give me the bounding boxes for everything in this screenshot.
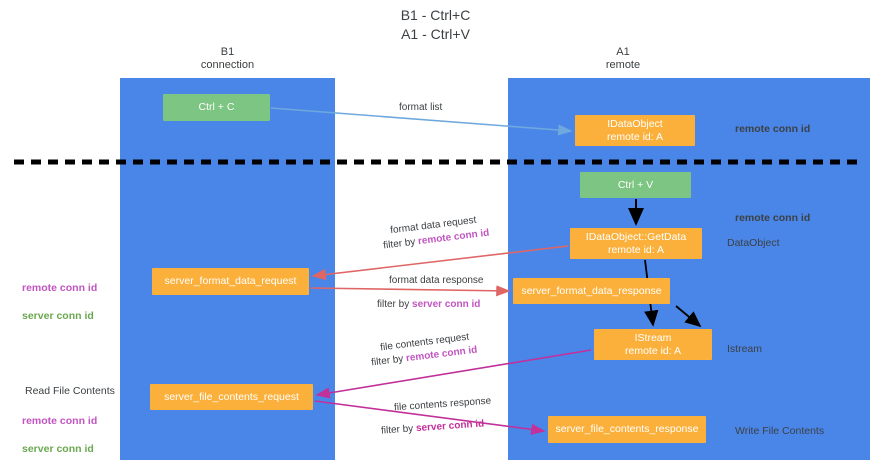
filter-prefix-2: filter by — [377, 299, 413, 310]
label-format-data-response: format data response — [389, 275, 484, 286]
connector-response-to-istream — [675, 305, 702, 328]
node-server-file-contents-request[interactable]: server_file_contents_request — [150, 384, 313, 410]
filter-value-server-conn-id-2: server conn id — [415, 418, 485, 435]
node-idataobject[interactable]: IDataObject remote id: A — [575, 115, 695, 146]
side-label-remote-conn-id-top: remote conn id — [735, 123, 811, 135]
filter-value-server-conn-id-1: server conn id — [412, 299, 481, 310]
left-label-server-conn-id-1: server conn id — [22, 310, 94, 322]
diagram-title: B1 - Ctrl+C A1 - Ctrl+V — [400, 7, 471, 42]
filter-prefix-1: filter by — [382, 236, 419, 252]
swimlane-header-b1: B1 connection — [200, 46, 255, 71]
left-label-remote-conn-id-1: remote conn id — [22, 282, 98, 294]
left-label-remote-conn-id-2: remote conn id — [22, 415, 98, 427]
node-istream[interactable]: IStream remote id: A — [594, 329, 712, 360]
left-label-conn-ids-top: remote conn id server conn id — [22, 267, 97, 337]
node-ctrl-v[interactable]: Ctrl + V — [580, 172, 691, 198]
node-server-format-data-request[interactable]: server_format_data_request — [152, 268, 309, 295]
connector-format-data-response — [310, 285, 511, 297]
connector-format-data-request — [311, 245, 569, 281]
filter-prefix-4: filter by — [380, 423, 417, 437]
node-idataobject-getdata[interactable]: IDataObject::GetData remote id: A — [570, 228, 702, 259]
side-label-dataobject: DataObject — [727, 237, 780, 249]
connector-file-contents-response — [314, 400, 546, 435]
left-label-server-conn-id-2: server conn id — [22, 443, 94, 455]
label-format-data-response-filter: filter by server conn id — [377, 298, 480, 312]
connector-file-contents-request — [315, 349, 592, 399]
side-label-write-file-contents: Write File Contents — [735, 425, 825, 437]
side-label-istream: Istream — [727, 343, 763, 355]
left-label-read-file-contents: Read File Contents — [25, 385, 115, 397]
left-label-conn-ids-bottom: remote conn id server conn id — [22, 400, 97, 470]
node-ctrl-c[interactable]: Ctrl + C — [163, 94, 270, 121]
filter-prefix-3: filter by — [370, 353, 407, 369]
node-server-file-contents-response[interactable]: server_file_contents_response — [548, 416, 706, 443]
swimlane-header-a1: A1 remote — [605, 46, 641, 71]
side-label-remote-conn-id-mid: remote conn id — [735, 212, 811, 224]
node-server-format-data-response[interactable]: server_format_data_response — [513, 278, 670, 304]
label-format-list: format list — [399, 102, 443, 113]
connector-format-list — [270, 107, 573, 136]
